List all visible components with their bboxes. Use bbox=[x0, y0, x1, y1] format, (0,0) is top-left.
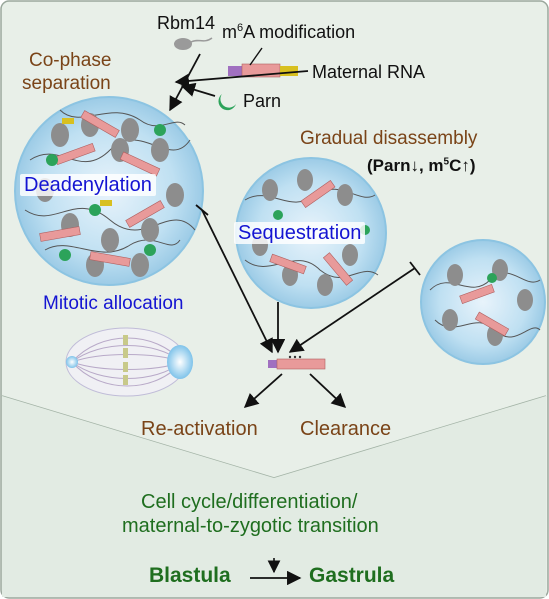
m5c-sup: 5 bbox=[443, 156, 450, 168]
parn-m5c-a: (Parn bbox=[367, 156, 411, 175]
tbar-droplet3 bbox=[409, 261, 421, 276]
sequestration-label: Sequestration bbox=[234, 222, 366, 244]
arrow-droplet1-to-rna bbox=[201, 209, 273, 354]
lower-section bbox=[2, 396, 546, 597]
m6a-sup: 6 bbox=[237, 22, 244, 34]
parn-m5c-d: ) bbox=[469, 156, 476, 175]
cell-cycle-label-line1: Cell cycle/differentiation/ bbox=[141, 491, 358, 513]
parn-m5c-c: C bbox=[449, 156, 462, 175]
down-arrow-icon: ↓ bbox=[410, 156, 419, 175]
mitotic-allocation-label: Mitotic allocation bbox=[43, 293, 184, 314]
co-phase-label-line2: separation bbox=[22, 73, 111, 94]
parn-label: Parn bbox=[243, 91, 282, 111]
m6a-pointer bbox=[249, 47, 263, 66]
deadenylation-label: Deadenylation bbox=[20, 174, 156, 196]
tbar-droplet1 bbox=[195, 204, 209, 216]
arrow-maternal-rna bbox=[174, 70, 309, 89]
reactivation-label: Re-activation bbox=[141, 418, 258, 440]
arrow-to-clearance bbox=[309, 373, 347, 408]
central-rna-icon bbox=[268, 355, 326, 370]
droplet-disassembly bbox=[420, 239, 546, 365]
arrow-to-reactivation bbox=[243, 373, 283, 408]
parn-m5c-label: (Parn↓, m5C↑) bbox=[367, 157, 476, 174]
rbm14-protein-icon bbox=[174, 37, 213, 50]
mitotic-spindle-icon bbox=[65, 327, 193, 397]
rbm14-label: Rbm14 bbox=[157, 13, 216, 33]
parn-m5c-b: , m bbox=[418, 156, 444, 175]
m6a-label: m6A modification bbox=[222, 22, 356, 42]
maternal-rna-label: Maternal RNA bbox=[312, 62, 426, 82]
arrow-parn bbox=[180, 82, 216, 97]
blastula-label: Blastula bbox=[149, 564, 231, 587]
arrow-droplet3-to-rna bbox=[288, 267, 416, 353]
m6a-suffix: A modification bbox=[243, 22, 356, 42]
m6a-prefix: m bbox=[222, 22, 237, 42]
clearance-label: Clearance bbox=[300, 418, 392, 440]
cell-cycle-label-line2: maternal-to-zygotic transition bbox=[122, 515, 379, 537]
gradual-disassembly-label: Gradual disassembly bbox=[300, 128, 478, 149]
up-arrow-icon: ↑ bbox=[461, 156, 470, 175]
co-phase-label-line1: Co-phase bbox=[29, 50, 112, 71]
parn-protein-icon bbox=[218, 94, 236, 111]
gastrula-label: Gastrula bbox=[309, 564, 395, 587]
